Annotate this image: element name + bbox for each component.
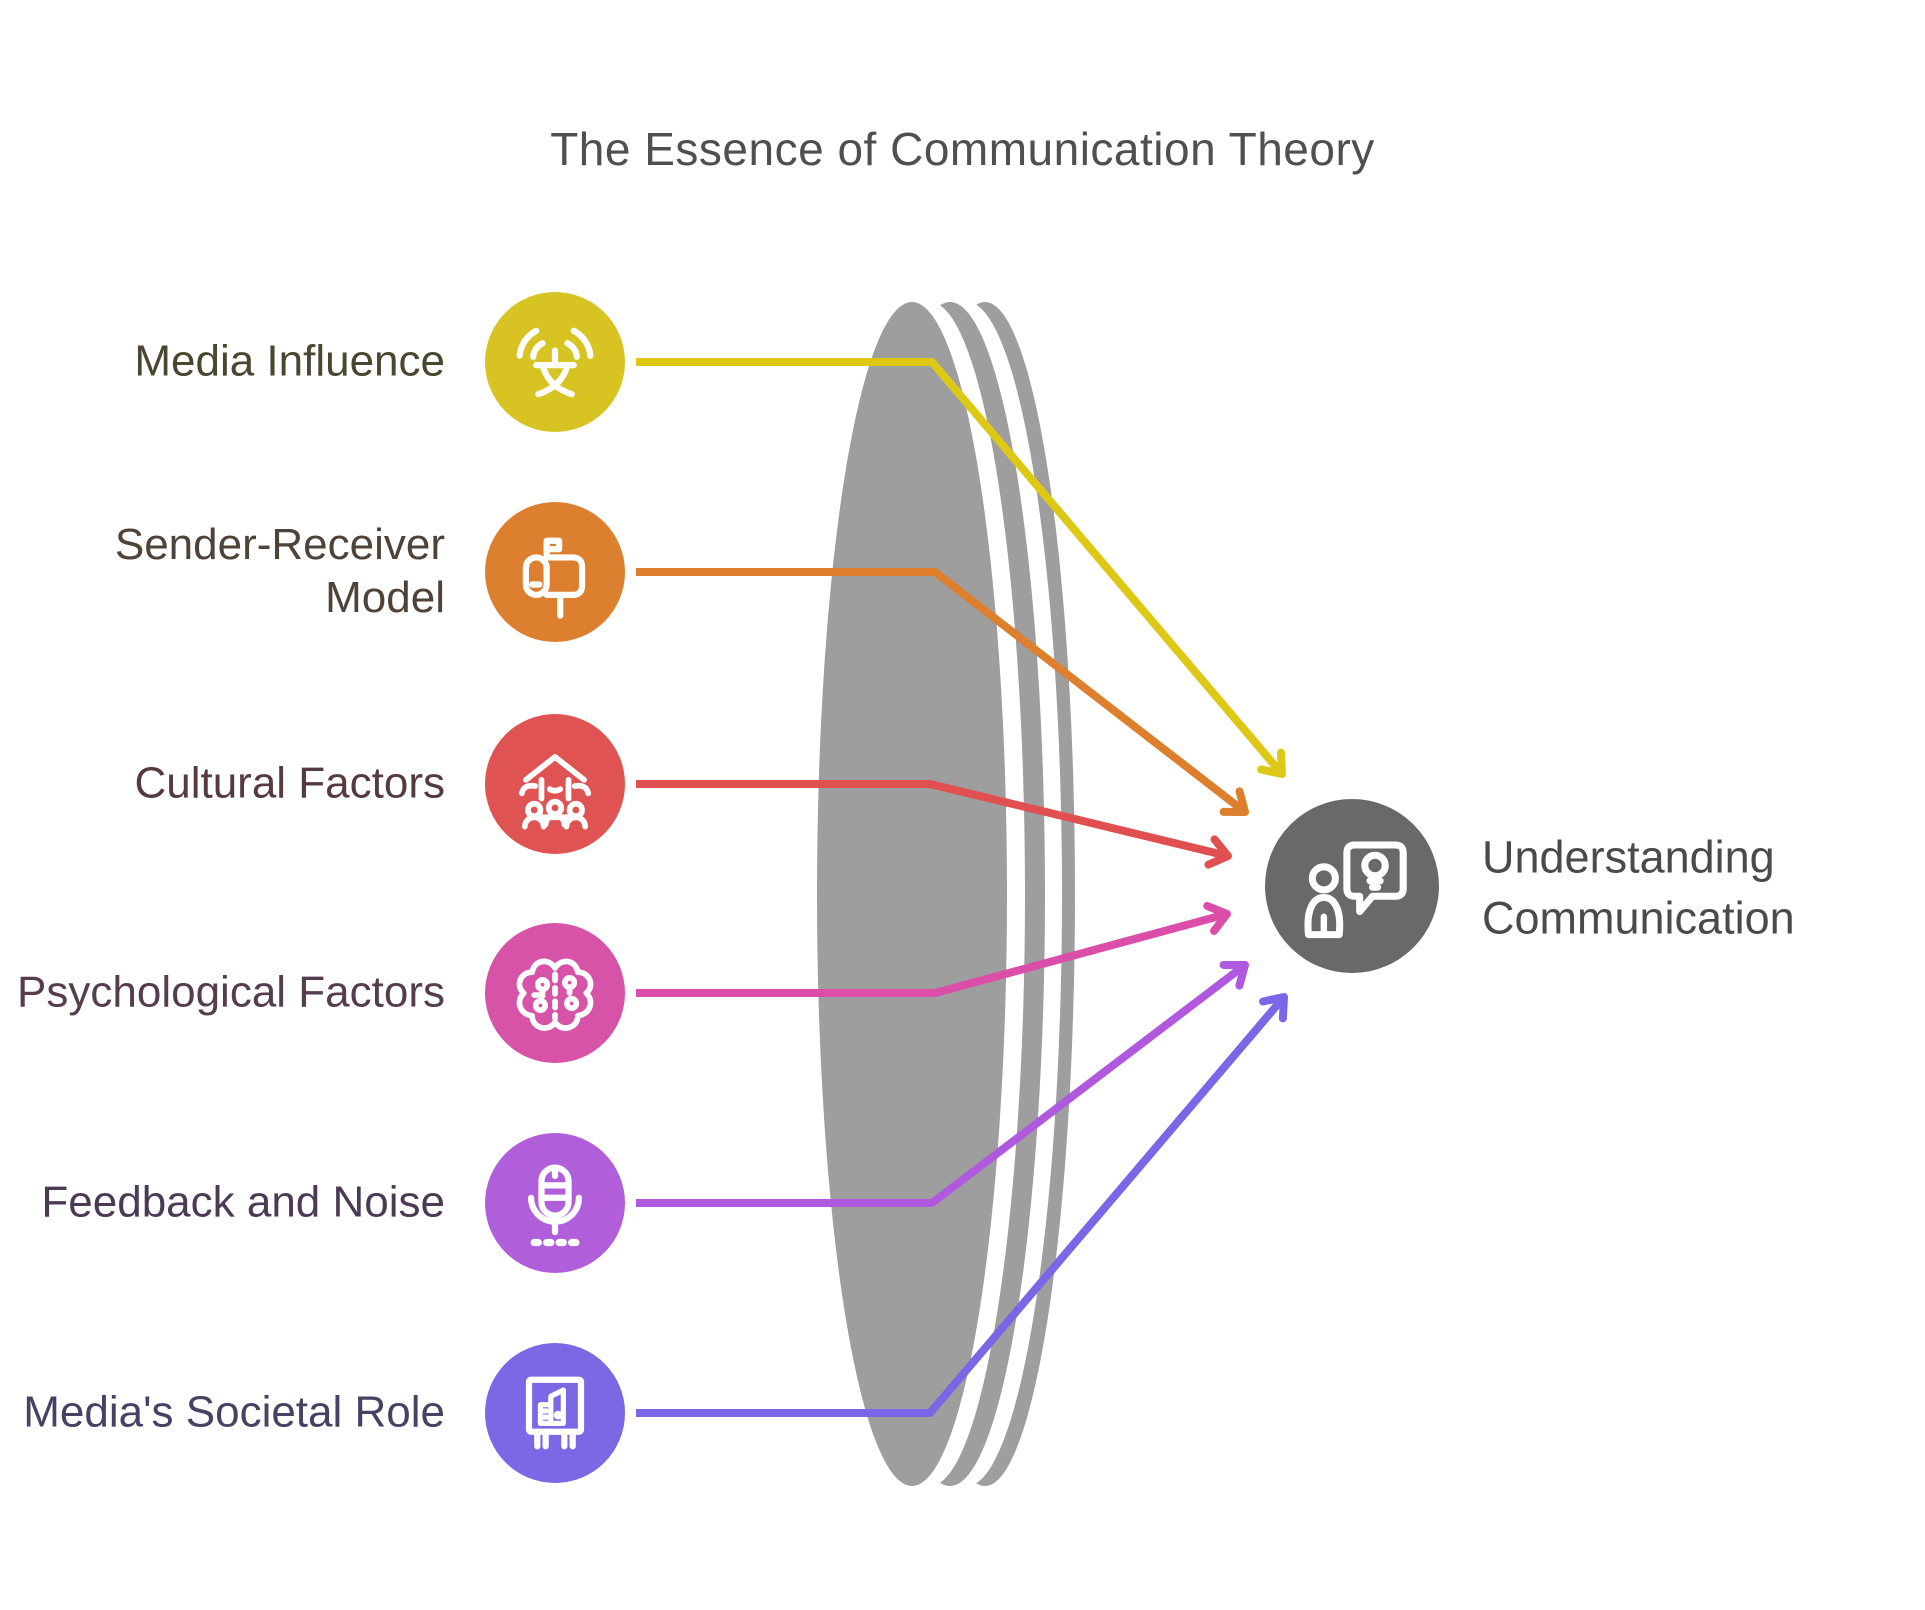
person-speech-lightbulb-icon bbox=[1304, 841, 1407, 939]
row-label: Sender-Receiver Model bbox=[114, 520, 445, 622]
icon-circle bbox=[485, 1343, 625, 1483]
result-label: Understanding Communication bbox=[1482, 831, 1795, 943]
connector-arrow-psychological bbox=[636, 901, 1231, 997]
language-signal-icon bbox=[516, 327, 594, 398]
icon-circle bbox=[485, 1133, 625, 1273]
connector-arrow-sender-receiver bbox=[636, 568, 1249, 816]
connector-arrow-societal-role bbox=[636, 993, 1288, 1417]
icon-circle bbox=[485, 292, 625, 432]
connector-arrow-cultural-factors bbox=[636, 780, 1232, 869]
brain-icon bbox=[516, 958, 594, 1031]
result-circle bbox=[1265, 799, 1439, 973]
connector-arrow-media-influence bbox=[636, 358, 1286, 778]
diagram-title: The Essence of Communication Theory bbox=[550, 123, 1375, 175]
row-label: Media Influence bbox=[134, 336, 445, 386]
connector-arrows bbox=[636, 358, 1288, 1417]
icon-circle bbox=[485, 502, 625, 642]
row-label: Media's Societal Role bbox=[23, 1387, 445, 1437]
row-label: Feedback and Noise bbox=[41, 1177, 445, 1227]
icon-circle bbox=[485, 923, 625, 1063]
connector-arrow-feedback-noise bbox=[636, 960, 1249, 1207]
microphone-icon bbox=[527, 1164, 583, 1247]
community-house-icon bbox=[518, 754, 592, 830]
mailbox-icon bbox=[522, 537, 586, 619]
row-label: Cultural Factors bbox=[134, 758, 445, 808]
lens-shape bbox=[817, 302, 1075, 1486]
billboard-icon bbox=[525, 1376, 585, 1450]
row-label: Psychological Factors bbox=[17, 967, 445, 1017]
icon-circle bbox=[485, 714, 625, 854]
